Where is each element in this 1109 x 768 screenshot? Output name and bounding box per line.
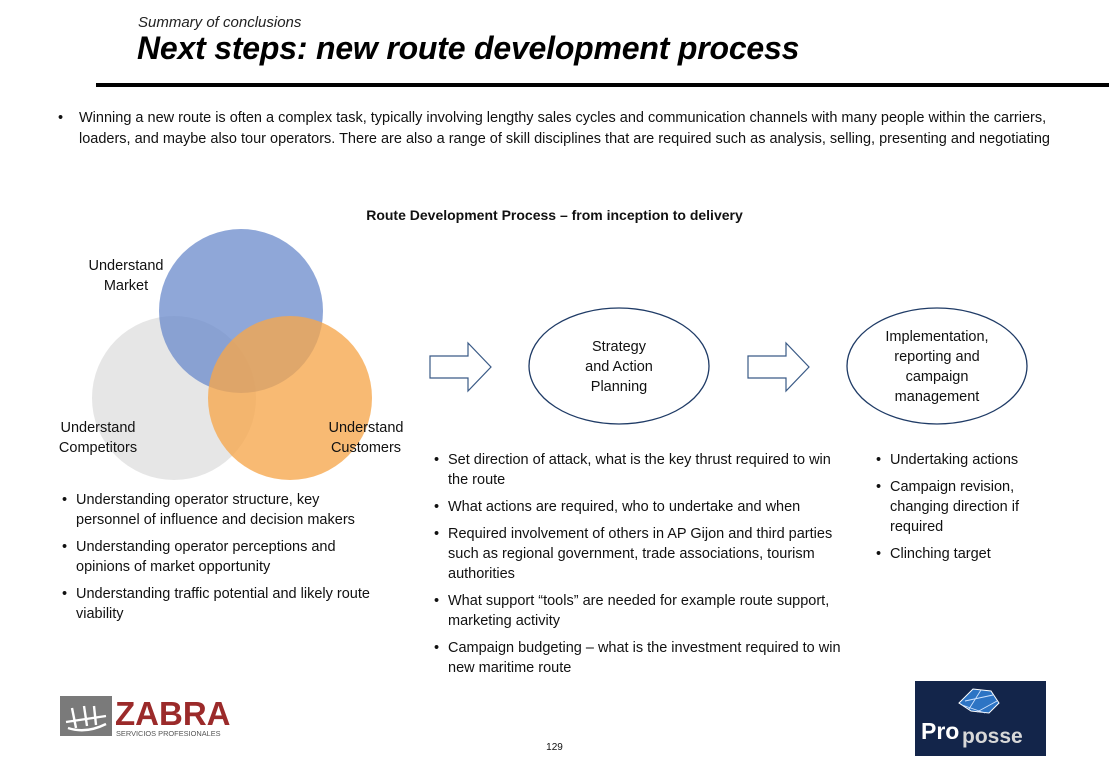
label-line: Understand (88, 258, 164, 274)
arrow-right-icon (429, 341, 492, 393)
list-item: Understanding operator structure, key pe… (62, 490, 382, 530)
strategy-bullet-list: Set direction of attack, what is the key… (434, 450, 844, 685)
list-item: What actions are required, who to undert… (434, 497, 844, 517)
label-line: Customers (330, 440, 402, 456)
label-line: management (894, 389, 980, 405)
intro-bullet: • Winning a new route is often a complex… (58, 108, 1052, 149)
implementation-label: Implementation, reporting and campaign m… (867, 327, 1007, 407)
title-divider (96, 83, 1109, 87)
slide-subtitle: Summary of conclusions (138, 14, 302, 31)
zabra-logo: ZABRA SERVICIOS PROFESIONALES (60, 695, 230, 738)
page-number: 129 (546, 742, 563, 753)
zabra-tagline: SERVICIOS PROFESIONALES (116, 729, 221, 738)
strategy-label: Strategy and Action Planning (559, 337, 679, 397)
globe-net-lines (961, 689, 998, 714)
label-line: and Action (585, 359, 653, 375)
strategy-ellipse (528, 307, 710, 425)
list-item: Campaign revision, changing direction if… (876, 477, 1046, 537)
label-understand-market: Understand Market (76, 256, 176, 296)
label-line: Understand (328, 420, 404, 436)
ship-icon (65, 705, 107, 732)
list-item: Required involvement of others in AP Gij… (434, 524, 844, 584)
implementation-bullet-list: Undertaking actions Campaign revision, c… (876, 450, 1046, 571)
label-line: Strategy (592, 339, 646, 355)
label-line: campaign (905, 369, 969, 385)
proposse-logo: Pro posse (915, 681, 1046, 756)
implementation-ellipse (846, 307, 1028, 425)
label-line: Planning (590, 379, 648, 395)
venn-circle-customers (208, 316, 372, 480)
diagram-title: Route Development Process – from incepti… (366, 207, 743, 223)
proposse-pro: Pro (921, 718, 959, 744)
list-item: Clinching target (876, 544, 1046, 564)
proposse-logo-graphic: Pro posse (921, 688, 1023, 748)
label-line: Competitors (58, 440, 138, 456)
zabra-name: ZABRA (115, 695, 230, 732)
list-item: Set direction of attack, what is the key… (434, 450, 844, 490)
proposse-posse: posse (962, 725, 1023, 748)
label-understand-competitors: Understand Competitors (47, 418, 149, 458)
intro-text: Winning a new route is often a complex t… (79, 110, 1050, 147)
list-item: What support “tools” are needed for exam… (434, 591, 844, 631)
label-line: reporting and (894, 349, 980, 365)
arrow-right-icon (747, 341, 810, 393)
label-line: Understand (60, 420, 136, 436)
label-line: Market (103, 278, 149, 294)
list-item: Understanding operator perceptions and o… (62, 537, 382, 577)
bullet-marker: • (58, 110, 64, 126)
list-item: Undertaking actions (876, 450, 1046, 470)
label-understand-customers: Understand Customers (318, 418, 414, 458)
label-line: Implementation, (885, 329, 989, 345)
list-item: Campaign budgeting – what is the investm… (434, 638, 844, 678)
slide-title: Next steps: new route development proces… (137, 30, 800, 66)
understand-bullet-list: Understanding operator structure, key pe… (62, 490, 382, 631)
list-item: Understanding traffic potential and like… (62, 584, 382, 624)
